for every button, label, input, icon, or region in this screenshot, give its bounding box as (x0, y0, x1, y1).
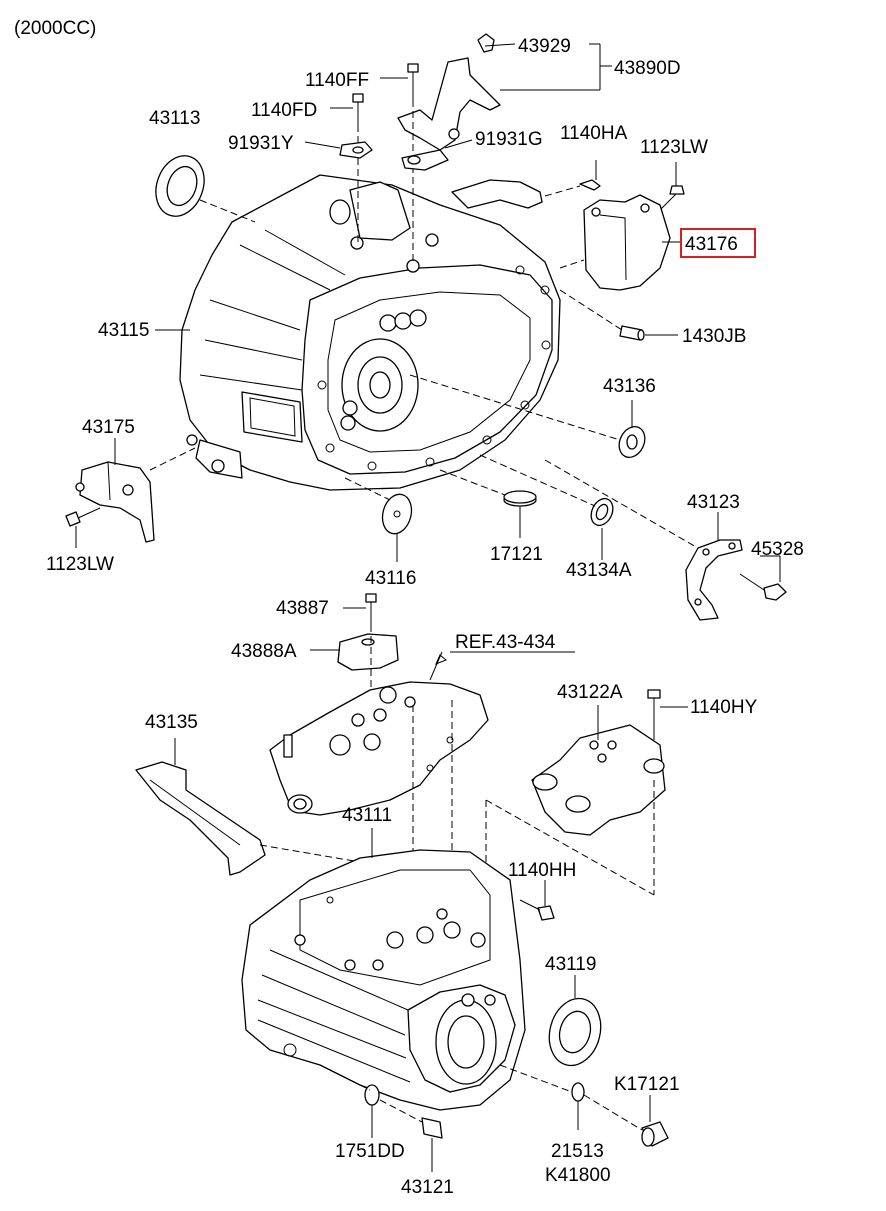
bolt-43887-drawing (343, 593, 377, 625)
callout-43113[interactable]: 43113 (149, 108, 200, 129)
callout-1430jb[interactable]: 1430JB (682, 326, 746, 347)
callout-43175[interactable]: 43175 (82, 417, 135, 438)
bracket-43175-drawing (75, 438, 196, 543)
callout-43111[interactable]: 43111 (342, 805, 392, 826)
shift-cover-ref-drawing (269, 651, 575, 890)
seal-43134a-drawing (479, 454, 614, 560)
washer-43136-drawing (409, 374, 646, 459)
callout-1140ha[interactable]: 1140HA (560, 123, 628, 144)
bolt-1140ff-drawing (380, 63, 419, 265)
transmission-case-drawing (241, 828, 526, 1111)
seal-43113-drawing (155, 155, 256, 223)
callout-43136[interactable]: 43136 (603, 376, 656, 397)
ring-17121-drawing (439, 469, 537, 538)
callout-43888a[interactable]: 43888A (231, 641, 297, 662)
callout-43123[interactable]: 43123 (687, 492, 740, 513)
callout-43887[interactable]: 43887 (276, 598, 329, 619)
washer-91931y-drawing (304, 141, 373, 159)
washer-1751dd-drawing (329, 1069, 380, 1138)
callout-45328[interactable]: 45328 (751, 539, 804, 560)
bracket-43123-drawing (544, 459, 743, 621)
pin-1430jb-drawing (559, 289, 678, 341)
clutch-housing-drawing (179, 174, 561, 491)
seal-43119-drawing (548, 975, 602, 1067)
washer-21513-drawing (499, 1064, 585, 1130)
washer-91931g-drawing (401, 139, 473, 171)
callout-k41800[interactable]: K41800 (545, 1165, 611, 1186)
callout-43135[interactable]: 43135 (145, 712, 198, 733)
mount-43122a-drawing (531, 705, 666, 836)
callout-1140hy[interactable]: 1140HY (690, 697, 758, 718)
engine-variant-label: (2000CC) (14, 18, 96, 39)
bolt-1140hh-drawing (519, 880, 555, 921)
callout-43176[interactable]: 43176 (685, 234, 738, 255)
bolt-1123lw-left-drawing (65, 507, 101, 548)
cover-43116-drawing (344, 477, 413, 562)
callout-17121[interactable]: 17121 (490, 544, 543, 565)
bolt-1140hy-drawing (647, 689, 688, 895)
bolt-45328-drawing (739, 555, 787, 601)
callout-1123lw-top[interactable]: 1123LW (640, 137, 708, 158)
callout-43121[interactable]: 43121 (401, 1177, 454, 1198)
callout-43122a[interactable]: 43122A (557, 682, 623, 703)
bolt-1123lw-top-drawing (659, 162, 685, 211)
callout-91931y[interactable]: 91931Y (228, 133, 294, 154)
plug-43121-drawing (379, 1099, 443, 1172)
callout-1140hh[interactable]: 1140HH (508, 860, 576, 881)
bracket-43890d-drawing (397, 33, 612, 151)
callout-43119[interactable]: 43119 (545, 954, 596, 975)
bracket-mount-top-drawing (451, 160, 601, 209)
callout-91931g[interactable]: 91931G (475, 129, 543, 150)
callout-1123lw-left[interactable]: 1123LW (46, 554, 114, 575)
callout-ref-43-434[interactable]: REF.43-434 (455, 632, 556, 653)
callout-1751dd[interactable]: 1751DD (335, 1141, 405, 1162)
plug-k17121-drawing (583, 1094, 669, 1147)
callout-43134a[interactable]: 43134A (566, 560, 632, 581)
callout-21513[interactable]: 21513 (551, 1141, 604, 1162)
highlight-box-43176 (680, 228, 756, 258)
bracket-43176-drawing (559, 194, 680, 291)
rail-43135-drawing (135, 738, 361, 876)
callout-43929[interactable]: 43929 (518, 36, 571, 57)
bolt-1140fd-drawing (330, 93, 364, 243)
callout-1140fd[interactable]: 1140FD (251, 100, 317, 121)
callout-43116[interactable]: 43116 (365, 568, 416, 589)
callout-k17121[interactable]: K17121 (614, 1074, 680, 1095)
callout-1140ff[interactable]: 1140FF (305, 70, 369, 91)
callout-43115[interactable]: 43115 (98, 320, 149, 341)
callout-43890d[interactable]: 43890D (614, 58, 681, 79)
